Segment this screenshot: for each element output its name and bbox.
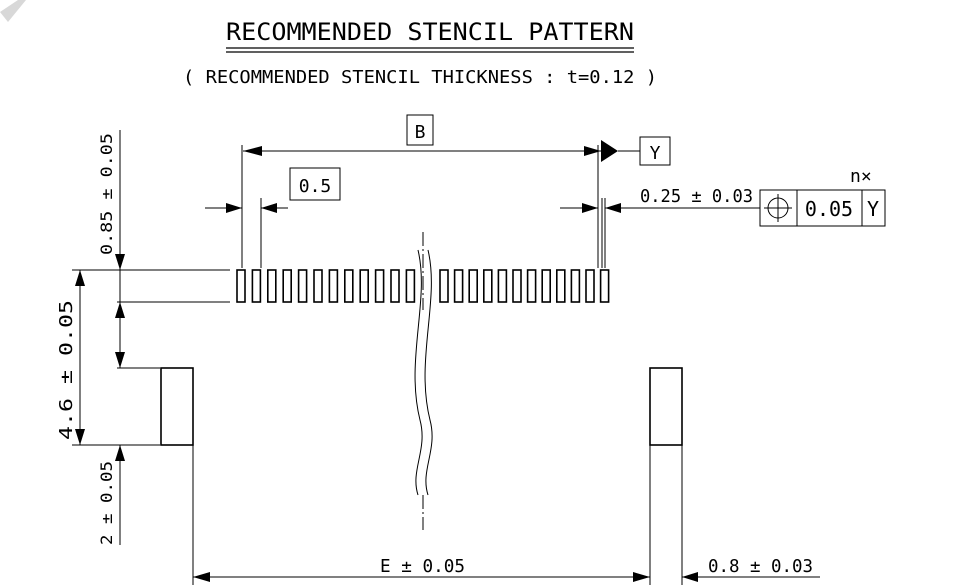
sidewidth-arrow [682,572,698,582]
span-arrow-right [584,146,601,156]
datum-triangle [601,140,618,162]
stencil-pad [297,269,308,303]
break-line-1 [414,249,423,496]
side-span-arrow-left [193,572,210,582]
stencil-pad [405,269,416,303]
sidelen-arrow-1 [115,352,125,368]
drawing-title: RECOMMENDED STENCIL PATTERN [226,18,634,46]
stencil-pad [313,269,323,303]
padlen-label: 0.85 ± 0.05 [97,133,116,255]
sidelen-arrow-2 [115,445,125,461]
stencil-pad [555,269,566,303]
span-basic-label: B [415,122,426,143]
stencil-pad [497,269,508,303]
gtol-count: n× [850,166,872,187]
pitch-arrow-1 [226,203,242,213]
datum-label: Y [650,143,661,164]
stencil-pad [453,269,464,303]
gtol-datum: Y [867,197,879,221]
side-pad-left [160,367,194,446]
stencil-pad [585,269,595,303]
sidewidth-label: 0.8 ± 0.03 [708,556,813,577]
drawing-subtitle: ( RECOMMENDED STENCIL THICKNESS : t=0.12… [183,67,657,88]
padlen-arrow [115,254,125,270]
stencil-pad [251,269,262,303]
datum-box [639,136,671,166]
break-line-2 [424,249,433,496]
stencil-pad [328,269,339,303]
padwidth-arrow-2 [605,203,621,213]
stencil-pad [468,269,479,303]
span-basic-box [406,114,434,146]
stencil-pad [343,269,354,303]
gtol-value: 0.05 [805,197,853,221]
rowgap-arrow-top [75,270,85,286]
side-span-arrow-right [633,572,650,582]
sidelen-label: 2 ± 0.05 [97,461,116,545]
stencil-pad [439,269,449,303]
side-pad-right [649,367,683,446]
stencil-pad [374,269,385,303]
padwidth-label: 0.25 ± 0.03 [640,186,753,207]
pad-row [236,269,610,303]
rowgap-arrow-bottom [75,429,85,445]
stencil-pad [599,269,610,303]
stencil-pad [282,269,293,303]
stencil-pad [482,269,493,303]
stencil-pad [512,269,522,303]
stencil-pad [390,269,400,303]
pitch-label: 0.5 [299,176,332,197]
pitch-arrow-2 [261,203,277,213]
pitch-box [289,167,341,201]
watermark-mark [0,0,26,22]
gtol-frame [759,189,886,227]
stencil-pad [359,269,370,303]
padwidth-arrow-1 [582,203,598,213]
rowgap-label: 4.6 ± 0.05 [56,300,77,440]
stencil-pad [526,269,537,303]
stencil-pad [266,269,277,303]
side-span-label: E ± 0.05 [380,556,465,577]
stencil-pad [541,269,552,303]
span-arrow-left [243,146,262,156]
stencil-pad [236,269,246,303]
stencil-pad [570,269,581,303]
